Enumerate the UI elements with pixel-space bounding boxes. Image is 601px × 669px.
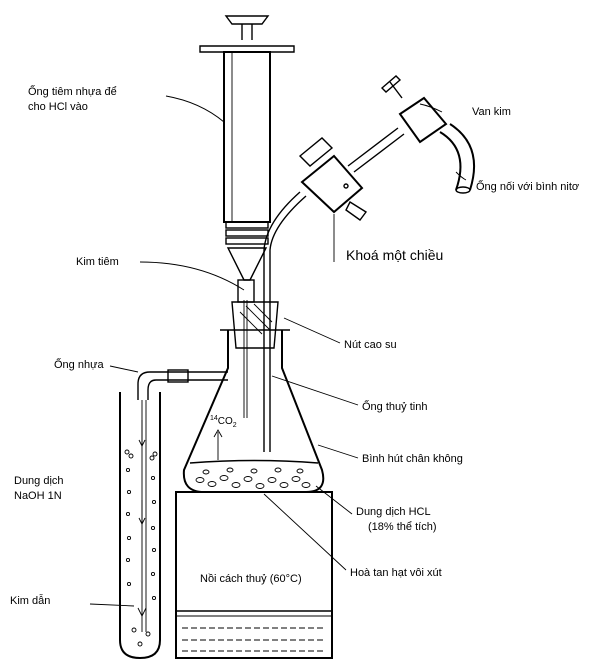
label-hcl-1: Dung dịch HCL [356,506,431,518]
label-needle: Kim tiêm [76,256,119,268]
svg-text:Ống tiêm nhựa để: Ống tiêm nhựa để [28,84,117,98]
label-dissolve-lime: Hoà tan hạt vôi xút [350,567,442,579]
svg-text:Dung dịch HCL: Dung dịch HCL [356,506,431,518]
label-naoh-1: Dung dịch [14,475,64,487]
svg-text:(18% thể tích): (18% thể tích) [368,521,436,533]
label-nitrogen-tube: Ống nối với bình nitơ [476,179,579,193]
syringe [199,15,295,303]
label-syringe-2: cho HCl vào [28,101,88,113]
svg-text:NaOH 1N: NaOH 1N [14,490,62,502]
vacuum-flask [182,250,325,493]
needle-shaft [243,300,248,418]
leader-lines [89,95,467,607]
co2-main: CO [218,416,233,427]
label-vacuum-flask: Bình hút chân không [362,453,463,465]
needle-valve [398,96,448,144]
label-water-bath: Nồi cách thuỷ (60°C) [200,573,302,585]
label-hcl-2: (18% thể tích) [368,521,436,533]
lime-granules [195,467,311,489]
co2-subscript: 2 [233,422,237,429]
label-naoh-2: NaOH 1N [14,490,62,502]
label-rubber-stopper: Nút cao su [344,339,397,351]
labels: Ống tiêm nhựa để cho HCl vào Van kim Ống… [10,84,579,607]
rubber-stopper [231,301,279,349]
nitrogen-line [263,75,475,251]
plastic-tube [137,369,210,400]
glass-tube [263,250,271,452]
label-needle-valve: Van kim [472,106,511,118]
label-co2: 14CO2 [210,415,237,429]
label-glass-tube: Ống thuỷ tinh [362,399,427,413]
check-valve [300,154,364,214]
label-plastic-tube: Ống nhựa [54,357,104,371]
svg-text:Dung dịch: Dung dịch [14,475,64,487]
svg-text:cho HCl vào: cho HCl vào [28,101,88,113]
label-check-valve: Khoá một chiều [346,247,443,263]
label-guide-needle: Kim dẫn [10,594,50,607]
label-syringe-1: Ống tiêm nhựa để [28,84,117,98]
co2-superscript: 14 [210,415,218,422]
naoh-tube [119,392,161,660]
